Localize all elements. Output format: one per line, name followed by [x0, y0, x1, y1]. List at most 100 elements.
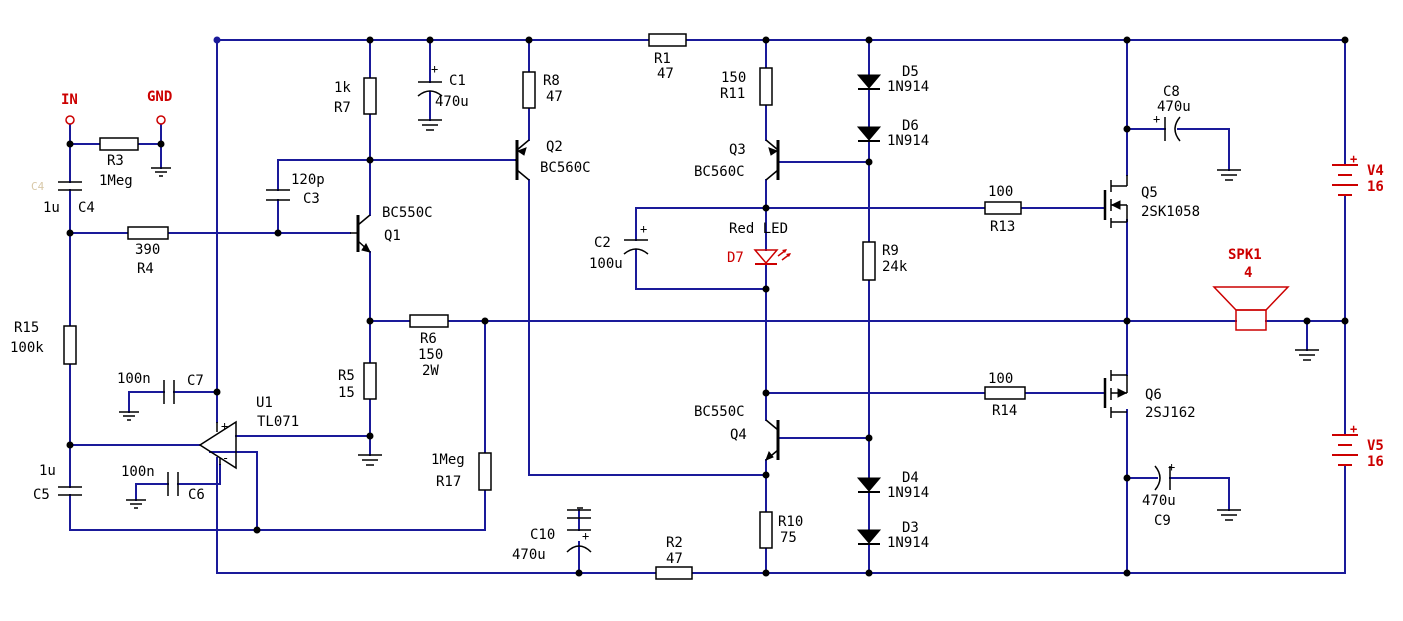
label-r3-name: R3	[107, 153, 124, 169]
c10-symbol: +	[566, 507, 592, 553]
label-r6-power: 2W	[422, 363, 439, 379]
c9-symbol: +	[1154, 460, 1175, 491]
label-q5-value: 2SK1058	[1141, 204, 1200, 220]
label-r10-value: 75	[780, 530, 797, 546]
label-q6-name: Q6	[1145, 387, 1162, 403]
r3-body	[99, 137, 139, 151]
label-d6-value: 1N914	[887, 133, 929, 149]
label-gnd: GND	[147, 89, 172, 105]
ground-icon	[1217, 169, 1241, 181]
ground-icon	[1217, 509, 1241, 521]
svg-text:+: +	[1350, 422, 1357, 436]
label-c8-value: 470u	[1157, 99, 1191, 115]
label-u1-plus: +	[221, 419, 228, 433]
label-q3-name: Q3	[729, 142, 746, 158]
q4-transistor	[765, 419, 780, 461]
label-r4-value: 390	[135, 242, 160, 258]
transistors	[350, 139, 1128, 461]
c3-symbol	[266, 189, 290, 201]
label-r13-value: 100	[988, 184, 1013, 200]
label-r8-name: R8	[543, 73, 560, 89]
r14-body	[984, 386, 1026, 400]
label-v4-name: V4	[1367, 163, 1384, 179]
label-r15-value: 100k	[10, 340, 44, 356]
diodes	[753, 74, 882, 545]
ground-icon	[418, 119, 442, 131]
c4-symbol	[58, 181, 82, 191]
label-v4-value: 16	[1367, 179, 1384, 195]
label-spk-value: 4	[1244, 265, 1252, 281]
q1-transistor	[350, 214, 371, 253]
label-spk-name: SPK1	[1228, 247, 1262, 263]
q3-transistor	[765, 139, 780, 181]
svg-text:+: +	[1153, 112, 1160, 126]
label-u1-value: TL071	[257, 414, 299, 430]
label-u1-minus: -	[222, 451, 229, 465]
label-q2-name: Q2	[546, 139, 563, 155]
r13-body	[984, 201, 1022, 215]
ground-symbols	[119, 119, 1319, 521]
label-c3-name: C3	[303, 191, 320, 207]
svg-text:+: +	[1168, 460, 1175, 474]
r5-body	[363, 362, 377, 400]
label-q2-value: BC560C	[540, 160, 591, 176]
label-d3-name: D3	[902, 520, 919, 536]
label-c2-name: C2	[594, 235, 611, 251]
label-q1-value: BC550C	[382, 205, 433, 221]
label-c2-value: 100u	[589, 256, 623, 272]
v4-battery: +	[1332, 152, 1358, 196]
svg-text:+: +	[1350, 152, 1357, 166]
label-c9-value: 470u	[1142, 493, 1176, 509]
svg-text:+: +	[431, 62, 438, 76]
ground-icon	[358, 454, 382, 466]
label-r17-value: 1Meg	[431, 452, 465, 468]
label-r10-name: R10	[778, 514, 803, 530]
u1-opamp	[198, 420, 237, 470]
d4-diode	[856, 477, 882, 493]
r6-body	[409, 314, 449, 328]
label-c5-value: 1u	[39, 463, 56, 479]
resistors	[63, 33, 1026, 580]
r17-body	[478, 452, 492, 491]
r1-body	[648, 33, 687, 47]
label-c6-name: C6	[188, 487, 205, 503]
r7-body	[363, 77, 377, 115]
label-v5-name: V5	[1367, 438, 1384, 454]
label-in: IN	[61, 92, 78, 108]
r4-body	[127, 226, 169, 240]
label-c4-ghost: C4	[31, 180, 45, 193]
d3-diode	[856, 529, 882, 545]
label-c4-name: C4	[78, 200, 95, 216]
component-labels: IN GND C4 R3 1Meg 1u C4 390 R4 R15 100k …	[10, 51, 1384, 567]
ground-icon	[1295, 349, 1319, 361]
label-c3-value: 120p	[291, 172, 325, 188]
label-c6-value: 100n	[121, 464, 155, 480]
d7-led	[753, 249, 791, 265]
r9-body	[862, 241, 876, 281]
label-q4-name: Q4	[730, 427, 747, 443]
label-r3-value: 1Meg	[99, 173, 133, 189]
label-r17-name: R17	[436, 474, 461, 490]
label-r9-value: 24k	[882, 259, 908, 275]
r11-body	[759, 67, 773, 106]
label-r11-name: R11	[720, 86, 745, 102]
label-r7-value: 1k	[334, 80, 351, 96]
label-c7-value: 100n	[117, 371, 151, 387]
ground-icon	[126, 499, 146, 509]
q5-mosfet	[1103, 175, 1128, 228]
label-d5-name: D5	[902, 64, 919, 80]
junction-dots	[66, 36, 1349, 577]
r10-body	[759, 511, 773, 549]
label-r13-name: R13	[990, 219, 1015, 235]
c7-symbol	[163, 380, 175, 404]
label-r2-name: R2	[666, 535, 683, 551]
c2-symbol: +	[623, 222, 649, 255]
label-r11-value: 150	[721, 70, 746, 86]
label-r14-value: 100	[988, 371, 1013, 387]
label-d3-value: 1N914	[887, 535, 929, 551]
label-c8-name: C8	[1163, 84, 1180, 100]
label-d4-name: D4	[902, 470, 919, 486]
label-r1-value: 47	[657, 66, 674, 82]
label-r14-name: R14	[992, 403, 1017, 419]
